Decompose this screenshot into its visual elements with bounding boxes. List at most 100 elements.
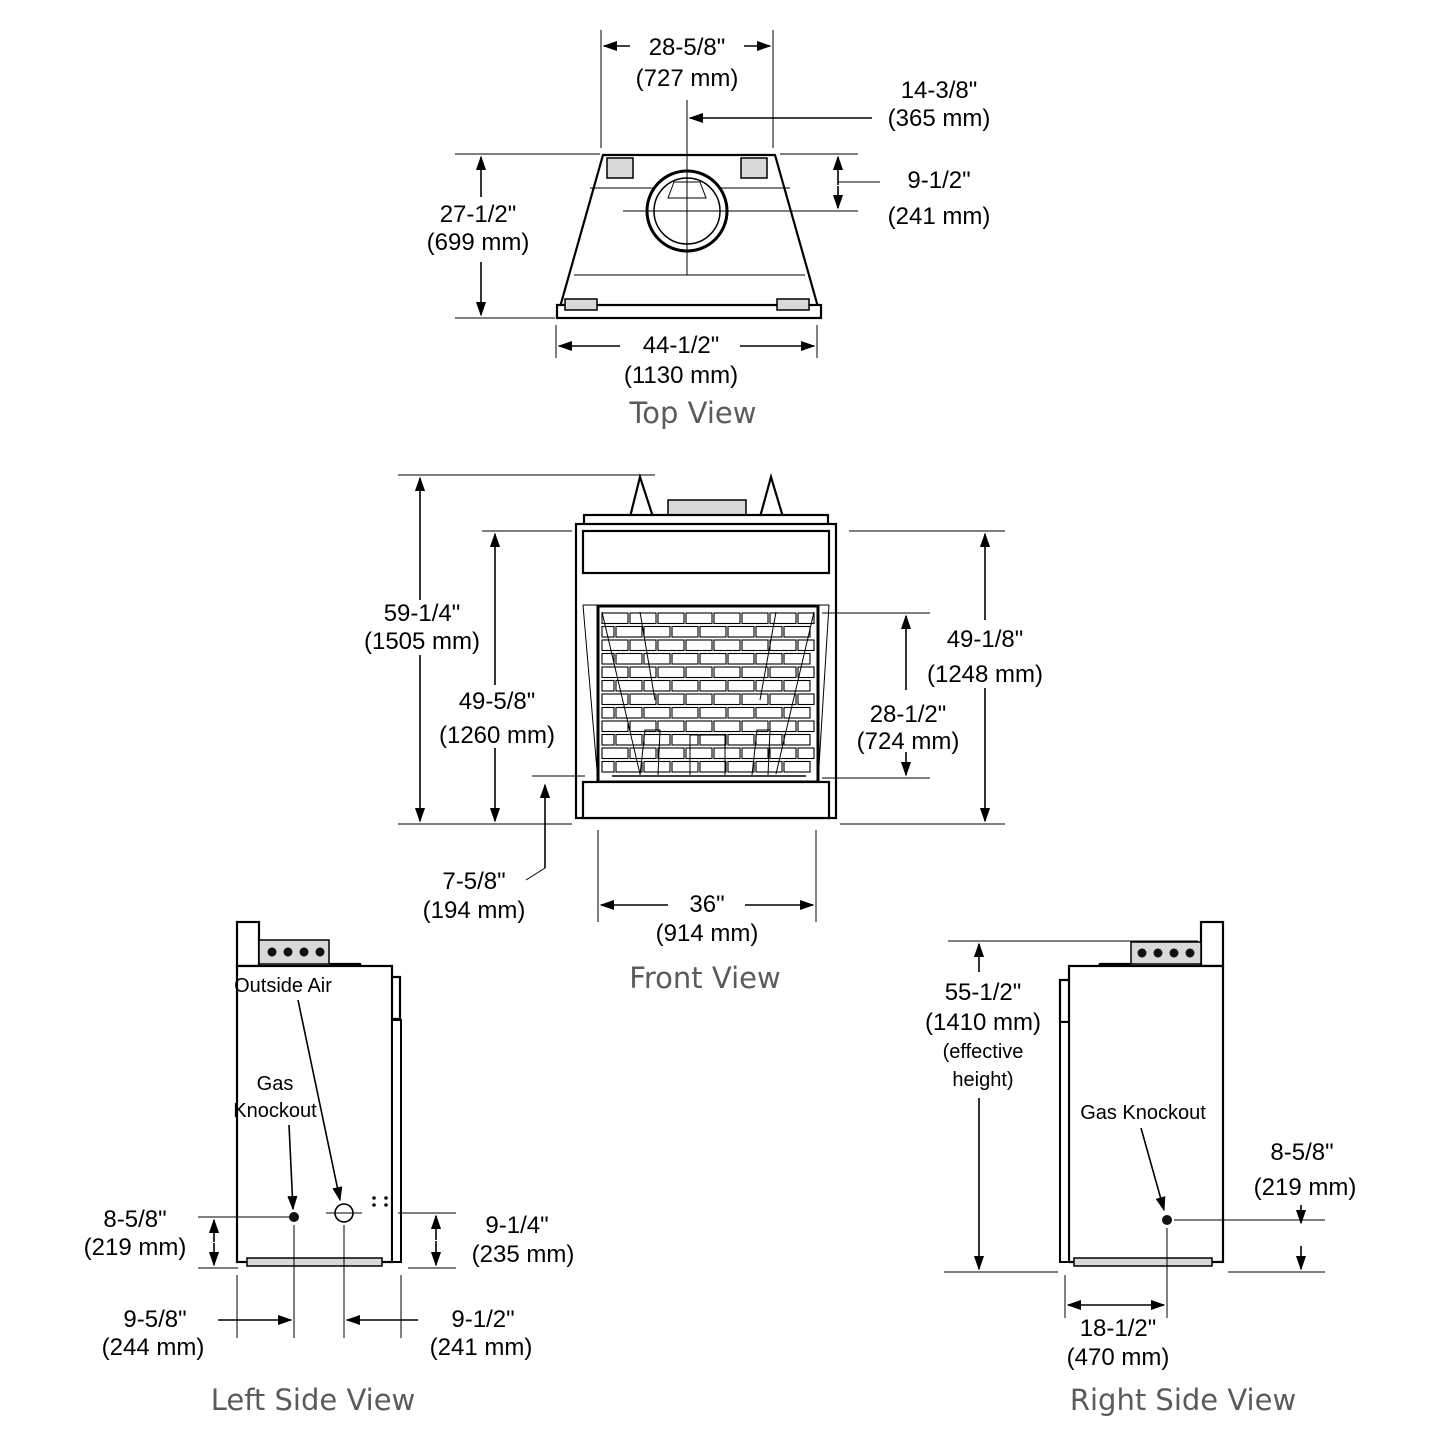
brick xyxy=(657,693,685,706)
front-width-mm: (1130 mm) xyxy=(624,362,738,389)
opening-width-in: 36" xyxy=(689,891,724,918)
right-side-view: Gas Knockout 55-1/2" (1410 mm) (effectiv… xyxy=(925,920,1357,1417)
effective-height-note-1: (effective xyxy=(943,1041,1024,1063)
brick xyxy=(713,666,741,679)
brick xyxy=(797,720,815,733)
brick xyxy=(601,733,615,746)
brick xyxy=(741,720,769,733)
body-height-mm: (1260 mm) xyxy=(439,722,555,749)
brick xyxy=(685,693,713,706)
brick xyxy=(657,612,685,625)
brick xyxy=(643,679,671,692)
brick xyxy=(671,733,699,746)
brick xyxy=(601,639,629,652)
brick xyxy=(629,612,657,625)
brick xyxy=(699,652,727,665)
brick xyxy=(601,720,629,733)
vent-offset-in: 9-1/2" xyxy=(907,167,970,194)
brick xyxy=(783,706,811,719)
right-gas-offset-mm: (470 mm) xyxy=(1067,1344,1170,1371)
left-gas-height-in: 8-5/8" xyxy=(103,1206,166,1233)
brick xyxy=(755,625,783,638)
brick xyxy=(671,625,699,638)
brick xyxy=(769,720,797,733)
brick xyxy=(657,747,685,760)
brick xyxy=(769,612,797,625)
brick xyxy=(755,706,783,719)
brick xyxy=(615,706,643,719)
brick xyxy=(713,693,741,706)
brick xyxy=(643,652,671,665)
air-height-in: 9-1/4" xyxy=(485,1212,548,1239)
brick xyxy=(685,747,713,760)
right-side-unit-outline xyxy=(1058,920,1225,1267)
brick xyxy=(685,612,713,625)
side-height-mm: (1248 mm) xyxy=(927,661,1043,688)
left-side-unit-outline xyxy=(235,920,402,1267)
gas-knockout-label-line1: Gas xyxy=(257,1073,294,1095)
brick xyxy=(699,760,727,773)
right-gas-knockout-label: Gas Knockout xyxy=(1080,1102,1206,1124)
front-width-in: 44-1/2" xyxy=(643,332,720,359)
brick xyxy=(713,720,741,733)
opening-width-mm: (914 mm) xyxy=(656,920,759,947)
firebox-angle-line xyxy=(775,611,815,775)
opening-height-in: 28-1/2" xyxy=(870,701,947,728)
top-view: 28-5/8" (727 mm) 14-3/8" (365 mm) 9-1/2"… xyxy=(427,30,991,430)
gas-offset-mm: (244 mm) xyxy=(102,1334,205,1361)
effective-height-note-2: height) xyxy=(952,1069,1013,1091)
firebox-brick-wall xyxy=(601,611,815,775)
center-offset-mm: (365 mm) xyxy=(888,105,991,132)
brick xyxy=(741,666,769,679)
brick xyxy=(643,733,671,746)
brick xyxy=(601,693,629,706)
brick xyxy=(741,639,769,652)
side-height-in: 49-1/8" xyxy=(947,626,1024,653)
brick xyxy=(601,747,629,760)
vent-offset-mm: (241 mm) xyxy=(888,203,991,230)
effective-height-mm: (1410 mm) xyxy=(925,1009,1041,1036)
firebox-angle-line xyxy=(759,611,777,701)
top-width-mm: (727 mm) xyxy=(636,65,739,92)
brick xyxy=(713,639,741,652)
top-width-in: 28-5/8" xyxy=(649,34,726,61)
air-offset-in: 9-1/2" xyxy=(451,1306,514,1333)
top-view-unit-outline xyxy=(555,153,823,320)
brick xyxy=(685,666,713,679)
right-gas-height-mm: (219 mm) xyxy=(1254,1174,1357,1201)
outside-air-label: Outside Air xyxy=(234,975,332,997)
brick xyxy=(755,652,783,665)
brick xyxy=(685,720,713,733)
brick xyxy=(629,666,657,679)
brick xyxy=(783,733,811,746)
depth-in: 27-1/2" xyxy=(440,201,517,228)
body-height-in: 49-5/8" xyxy=(459,688,536,715)
brick xyxy=(727,679,755,692)
brick xyxy=(713,747,741,760)
brick xyxy=(657,666,685,679)
brick xyxy=(629,693,657,706)
brick xyxy=(615,733,643,746)
brick xyxy=(769,747,797,760)
brick xyxy=(643,625,671,638)
depth-mm: (699 mm) xyxy=(427,229,530,256)
right-side-view-title: Right Side View xyxy=(1070,1383,1296,1417)
brick xyxy=(601,706,615,719)
brick xyxy=(741,612,769,625)
top-view-title: Top View xyxy=(629,396,757,430)
hearth-height-in: 7-5/8" xyxy=(442,868,505,895)
brick xyxy=(671,652,699,665)
front-view-unit-outline xyxy=(574,473,838,820)
brick xyxy=(797,612,815,625)
brick xyxy=(671,706,699,719)
brick xyxy=(615,679,643,692)
gas-knockout-label-line2: Knockout xyxy=(233,1100,317,1122)
brick xyxy=(671,760,699,773)
brick xyxy=(783,652,811,665)
brick xyxy=(797,747,815,760)
opening-height-mm: (724 mm) xyxy=(857,728,960,755)
brick xyxy=(699,733,727,746)
brick xyxy=(685,639,713,652)
right-gas-offset-in: 18-1/2" xyxy=(1080,1315,1157,1342)
